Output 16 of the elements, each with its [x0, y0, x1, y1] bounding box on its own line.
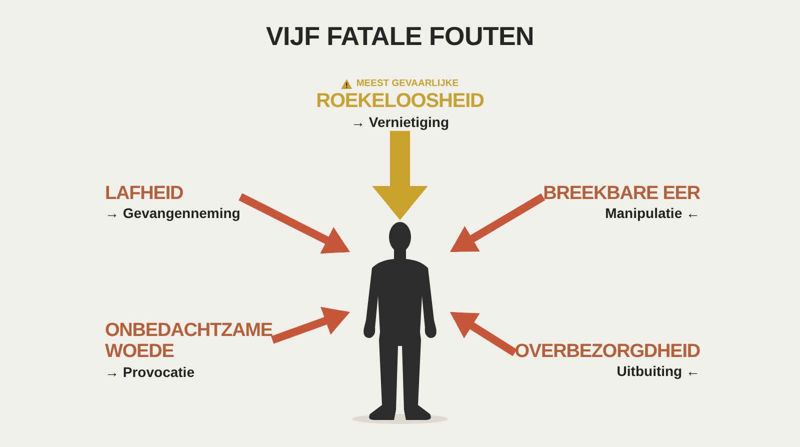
person-silhouette-drawing	[350, 220, 450, 425]
arrow	[238, 193, 352, 256]
consequence-label: Manipulatie ←	[605, 204, 700, 222]
consequence-label: → Provocatie	[105, 362, 194, 381]
fault-title: BREEKBARE EER	[543, 183, 700, 204]
consequence-label: → Gevangenneming	[105, 204, 240, 222]
fault-title: ONBEDACHTZAME WOEDE	[105, 320, 272, 363]
consequence-label: → Vernietiging	[350, 112, 449, 131]
fault-title: OVERBEZORGDHEID	[514, 341, 700, 362]
fault-title: ROEKELOOSHEID	[316, 90, 484, 113]
arrow	[271, 306, 350, 344]
diagram-title: VIJF FATALE FOUTEN	[266, 22, 534, 52]
arrow	[372, 130, 428, 220]
warning-label: MEEST GEVAARLIJKE	[356, 78, 459, 90]
fault-title: LAFHEID	[105, 183, 184, 204]
consequence-label: Uitbuiting ←	[616, 362, 700, 380]
